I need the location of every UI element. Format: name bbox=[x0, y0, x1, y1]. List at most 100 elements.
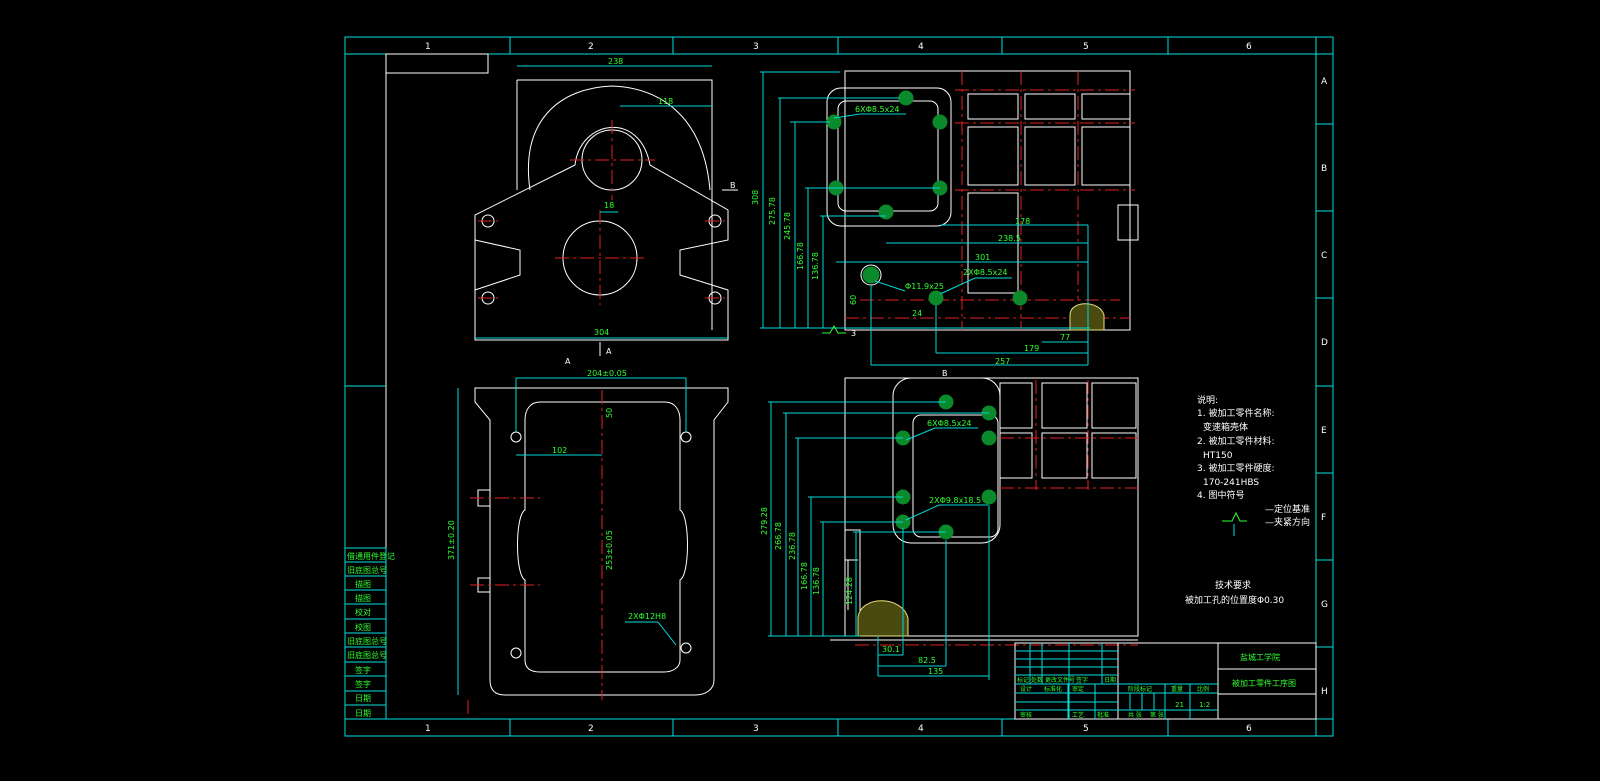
drawing-text: 第 张 bbox=[1150, 711, 1164, 719]
drawing-text: 24 bbox=[912, 309, 922, 318]
drawing-text: 102 bbox=[552, 446, 567, 455]
drawing-text: 旧底图总号 bbox=[347, 650, 387, 660]
drawing-text: 301 bbox=[975, 253, 990, 262]
drawing-text: 279.28 bbox=[760, 507, 769, 535]
drawing-text: 4. 图中符号 bbox=[1197, 489, 1244, 501]
drawing-text: 238.5 bbox=[998, 234, 1021, 243]
drawing-text: 日期 bbox=[1104, 676, 1116, 684]
drawing-text: 275.78 bbox=[768, 197, 777, 225]
drawing-text: 被加工孔的位置度Φ0.30 bbox=[1185, 594, 1284, 606]
front-view: 238 118 18 304 B A A bbox=[474, 57, 738, 366]
drawing-text: 136.78 bbox=[812, 567, 821, 595]
drawing-text: D bbox=[1321, 338, 1328, 348]
drawing-text: A bbox=[606, 347, 612, 356]
drawing-text: 旧底图总号 bbox=[347, 565, 387, 575]
drawing-text: 2XΦ9.8x18.5 bbox=[929, 496, 981, 505]
drawing-text: 2 bbox=[588, 42, 594, 52]
drawing-text: 5 bbox=[1083, 724, 1089, 734]
drawing-text: 批准 bbox=[1097, 711, 1109, 719]
drawing-text: F bbox=[1321, 513, 1326, 523]
title-block: 盐城工学院 被加工零件工序图 标记 处数 更改文件号 签字 日期 设计 标准化 … bbox=[1014, 642, 1317, 720]
drawing-text: 304 bbox=[594, 328, 609, 337]
drawing-text: 308 bbox=[751, 190, 760, 205]
drawing-text: 1. 被加工零件名称: bbox=[1197, 407, 1274, 419]
drawing-text: 盐城工学院 bbox=[1240, 652, 1280, 662]
drawing-text: 日期 bbox=[355, 709, 371, 718]
top-right-view: 308 275.78 245.78 166.78 136.78 60 24 17… bbox=[751, 70, 1139, 366]
drawing-text: 签字 bbox=[355, 665, 371, 675]
machined-hole-marker bbox=[862, 266, 880, 284]
drawing-text: 170-241HBS bbox=[1203, 478, 1259, 488]
drawing-text: C bbox=[1321, 251, 1327, 261]
drawing-text: 135 bbox=[928, 667, 943, 676]
drawing-text: 179 bbox=[1024, 344, 1039, 353]
drawing-text: 描图 bbox=[355, 579, 371, 589]
drawing-text: B bbox=[942, 369, 948, 378]
drawing-text: H bbox=[1321, 687, 1328, 697]
drawing-text: 371±0.20 bbox=[447, 520, 456, 560]
drawing-text: 审定 bbox=[1072, 685, 1084, 693]
machined-hole-marker bbox=[878, 204, 894, 220]
machined-hole-marker bbox=[981, 430, 997, 446]
drawing-text: 50 bbox=[605, 408, 614, 418]
drawing-text: 3 bbox=[851, 329, 856, 338]
drawing-text: 处数 bbox=[1031, 676, 1043, 684]
drawing-text: 245.78 bbox=[783, 212, 792, 240]
drawing-text: 60 bbox=[849, 295, 858, 305]
drawing-text: 136.78 bbox=[811, 252, 820, 280]
drawing-text: 说明: bbox=[1197, 394, 1218, 406]
drawing-text: 166.78 bbox=[796, 242, 805, 270]
drawing-text: 阶段标记 bbox=[1128, 685, 1152, 693]
drawing-text: 比例 bbox=[1197, 685, 1209, 693]
bottom-right-view: 279.28 266.78 236.78 166.78 136.78 124.2… bbox=[760, 369, 1139, 680]
drawing-text: 5 bbox=[1083, 42, 1089, 52]
drawing-text: 3. 被加工零件硬度: bbox=[1197, 462, 1274, 474]
drawing-text: 审核 bbox=[1020, 711, 1032, 719]
drawing-text: E bbox=[1321, 426, 1327, 436]
drawing-text: 校图 bbox=[355, 622, 371, 632]
drawing-text: 技术要求 bbox=[1215, 579, 1251, 591]
drawing-text: 描图 bbox=[355, 593, 371, 603]
drawing-text: 1 bbox=[425, 724, 431, 734]
drawing-text: 6 bbox=[1246, 42, 1252, 52]
left-signature-column: 借通用件登记 旧底图总号 描图 描图 校对 校图 旧底图总号 旧底图总号 签字 … bbox=[344, 547, 395, 720]
drawing-text: 2. 被加工零件材料: bbox=[1197, 435, 1274, 447]
machined-hole-marker bbox=[1012, 290, 1028, 306]
drawing-text: 被加工零件工序图 bbox=[1232, 678, 1296, 688]
drawing-text: —定位基准 bbox=[1265, 503, 1310, 515]
drawing-text: 1:2 bbox=[1199, 701, 1210, 709]
drawing-text: 2XΦ8.5x24 bbox=[963, 268, 1008, 277]
drawing-frame bbox=[344, 36, 1334, 737]
drawing-text: 77 bbox=[1060, 333, 1070, 342]
drawing-text: 4 bbox=[918, 42, 924, 52]
drawing-text: 166.78 bbox=[800, 562, 809, 590]
notes: 说明: 1. 被加工零件名称: 变速箱壳体 2. 被加工零件材料: HT150 … bbox=[1185, 394, 1310, 606]
drawing-text: 设计 bbox=[1020, 685, 1032, 693]
drawing-text: 204±0.05 bbox=[587, 369, 627, 378]
drawing-text: 标准化 bbox=[1044, 685, 1062, 693]
drawing-text: HT150 bbox=[1203, 451, 1233, 461]
drawing-text: 257 bbox=[995, 357, 1010, 366]
drawing-text: 2 bbox=[588, 724, 594, 734]
machined-hole-marker bbox=[932, 114, 948, 130]
drawing-text: Φ11.9x25 bbox=[905, 282, 944, 291]
drawing-text: 共 张 bbox=[1128, 711, 1142, 719]
drawing-text: 30.1 bbox=[882, 645, 900, 654]
drawing-text: 签字 bbox=[1076, 676, 1088, 684]
drawing-text: 2XΦ12H8 bbox=[628, 612, 666, 621]
drawing-text: 校对 bbox=[355, 607, 371, 617]
drawing-text: 238 bbox=[608, 57, 623, 66]
drawing-text: 21 bbox=[1175, 701, 1184, 709]
drawing-text: 236.78 bbox=[788, 532, 797, 560]
drawing-text: 6XΦ8.5x24 bbox=[855, 105, 900, 114]
drawing-text: 旧底图总号 bbox=[347, 636, 387, 646]
drawing-text: B bbox=[1321, 164, 1327, 174]
drawing-text: 工艺 bbox=[1072, 711, 1084, 719]
drawing-text: 重量 bbox=[1171, 685, 1183, 693]
drawing-text: 6 bbox=[1246, 724, 1252, 734]
drawing-text: 更改文件号 bbox=[1045, 676, 1075, 684]
drawing-text: A bbox=[565, 357, 571, 366]
drawing-text: 借通用件登记 bbox=[347, 551, 395, 561]
